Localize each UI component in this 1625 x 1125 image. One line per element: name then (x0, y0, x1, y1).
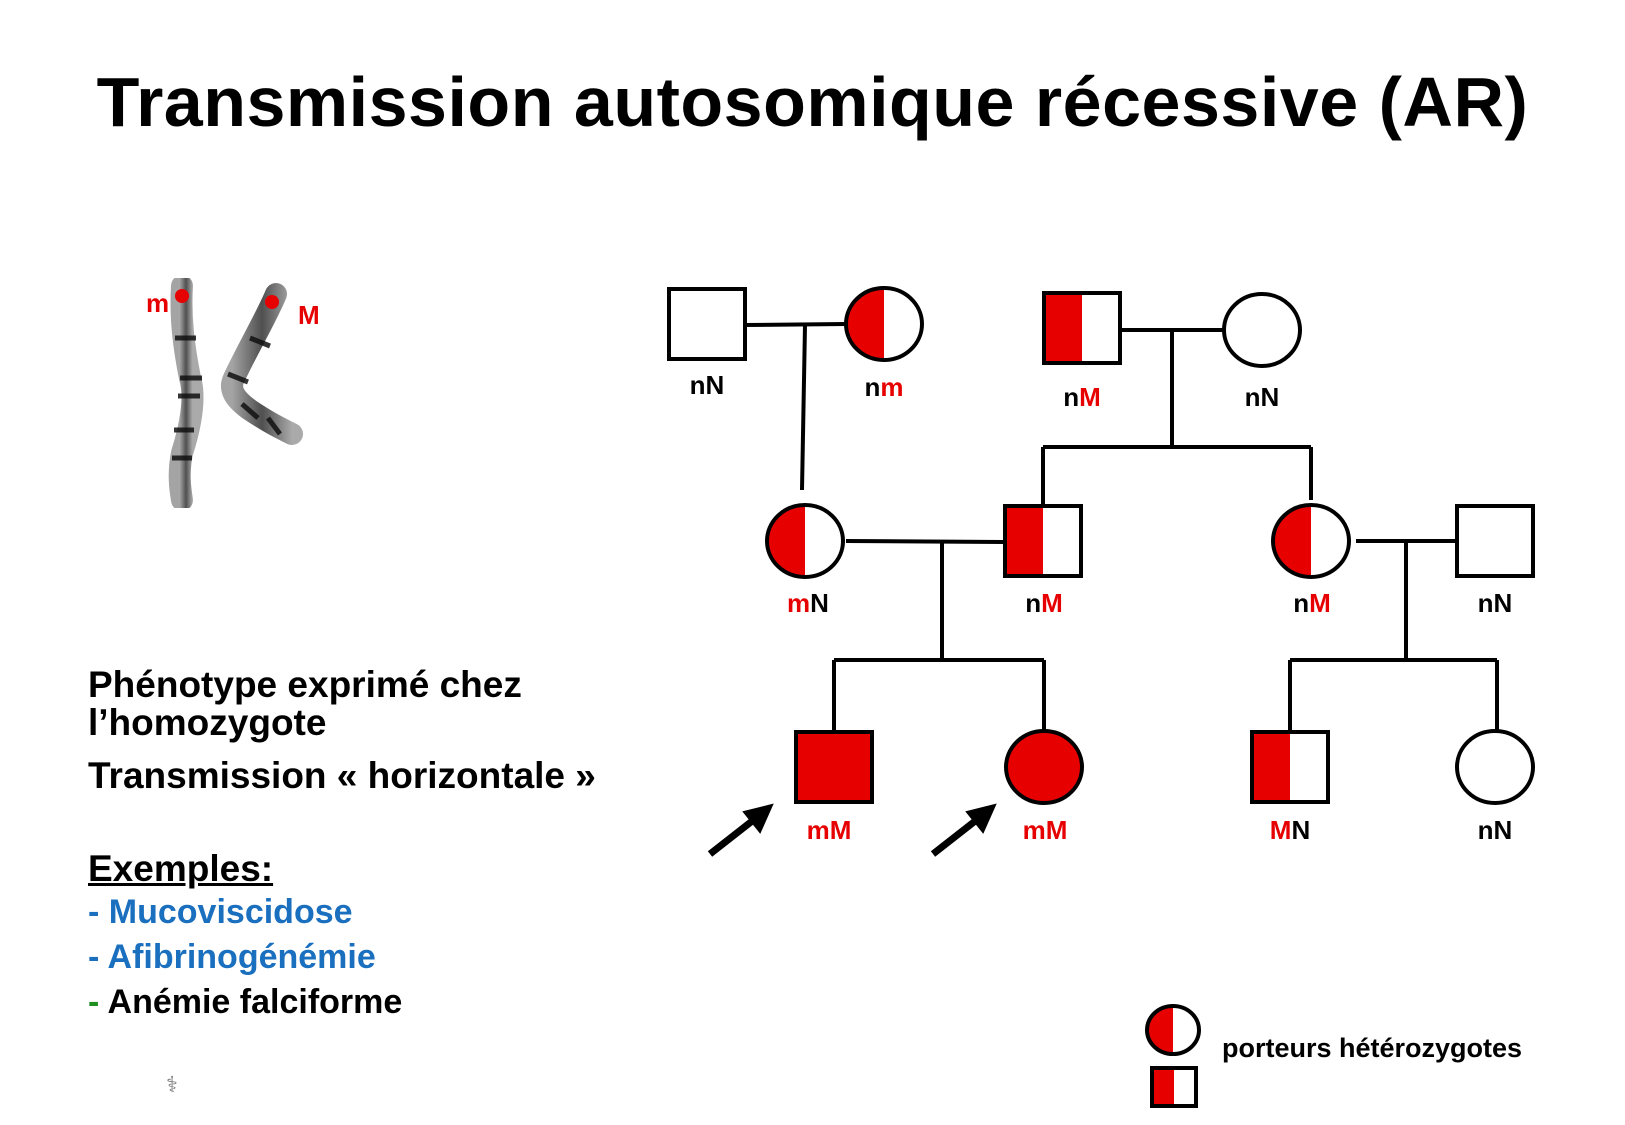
phenotype-text-line1: Phénotype exprimé chez (88, 664, 522, 705)
legend-carrier-female (1145, 1004, 1201, 1056)
slide-title: Transmission autosomique récessive (AR) (96, 63, 1529, 141)
mating-line-1 (743, 322, 847, 327)
descent-line-1 (800, 324, 807, 491)
allele-text: n (864, 372, 881, 402)
male-symbol-g3-son-affected (794, 730, 874, 804)
proband-arrow-2 (930, 803, 997, 857)
allele-text: M (1309, 588, 1331, 618)
allele-text: N (1493, 815, 1513, 845)
allele-dot-left (175, 289, 189, 303)
genotype-label-g1b-mother: nN (1245, 382, 1280, 413)
allele-text: m (787, 588, 811, 618)
example-item-2: - Afibrinogénémie (88, 938, 376, 977)
male-symbol-g1-father (667, 287, 747, 361)
genotype-label-g2-son-b: nM (1025, 588, 1063, 619)
genotype-label-g2-spouse: nN (1478, 588, 1513, 619)
allele-text: M (1269, 815, 1292, 845)
chromosome-illustration (168, 278, 303, 508)
female-symbol-g1-mother (844, 286, 924, 362)
example-label: Afibrinogénémie (107, 938, 376, 976)
male-symbol-g3-son-carrier (1250, 730, 1330, 804)
example-label: Mucoviscidose (108, 893, 353, 931)
genotype-label-g1-father: nN (690, 370, 725, 401)
mating-line-3 (845, 539, 1004, 544)
legend-carrier-male (1150, 1066, 1198, 1108)
allele-text: N (705, 370, 725, 400)
allele-text: N (1493, 588, 1513, 618)
caduceus-icon: ⚕ (166, 1072, 178, 1097)
female-symbol-g1b-mother (1222, 292, 1302, 368)
genotype-label-g3-son-affected: mM (807, 815, 852, 846)
allele-dot-right (265, 295, 279, 309)
allele-label-m: m (146, 288, 170, 318)
genotype-label-g2-daughter-a: mN (787, 588, 829, 619)
genotype-label-g3-daughter-affected: mM (1023, 815, 1068, 846)
genotype-label-g1-mother: nm (864, 372, 903, 403)
allele-text: N (810, 588, 829, 618)
genotype-label-g2-daughter-b: nM (1293, 588, 1331, 619)
allele-text: n (1477, 588, 1494, 618)
genotype-label-g3-daughter-normal: nN (1478, 815, 1513, 846)
female-symbol-g2-daughter-a (765, 503, 845, 579)
allele-text: n (1025, 588, 1042, 618)
female-symbol-g3-daughter-normal (1455, 729, 1535, 805)
example-dash: - (88, 983, 108, 1021)
proband-arrow-1 (707, 803, 774, 857)
example-item-3: - Anémie falciforme (88, 983, 402, 1022)
male-symbol-g2-son-b (1003, 504, 1083, 578)
examples-title: Exemples: (88, 848, 274, 889)
allele-label-M: M (298, 300, 320, 330)
allele-text: n (1063, 382, 1080, 412)
allele-text: n (1244, 382, 1261, 412)
allele-text: n (1477, 815, 1494, 845)
female-symbol-g2-daughter-b (1271, 503, 1351, 579)
male-symbol-g2-spouse (1455, 504, 1535, 578)
allele-text: m (880, 372, 904, 402)
example-item-1: - Mucoviscidose (88, 893, 353, 932)
legend-label: porteurs hétérozygotes (1222, 1033, 1523, 1063)
example-dash: - (88, 938, 108, 976)
male-symbol-g1b-father (1042, 291, 1122, 365)
allele-text: mM (806, 815, 852, 845)
transmission-text: Transmission « horizontale » (88, 755, 596, 796)
allele-text: M (1041, 588, 1063, 618)
allele-text: n (689, 370, 706, 400)
allele-text: N (1291, 815, 1311, 845)
example-dash: - (88, 893, 109, 931)
phenotype-text-line2: l’homozygote (88, 702, 327, 743)
allele-text: M (1079, 382, 1101, 412)
allele-text: n (1293, 588, 1310, 618)
allele-text: mM (1022, 815, 1068, 845)
female-symbol-g3-daughter-affected (1004, 729, 1084, 805)
allele-text: N (1260, 382, 1280, 412)
genotype-label-g3-son-carrier: MN (1270, 815, 1310, 846)
genotype-label-g1b-father: nM (1063, 382, 1101, 413)
example-label: Anémie falciforme (107, 983, 403, 1021)
